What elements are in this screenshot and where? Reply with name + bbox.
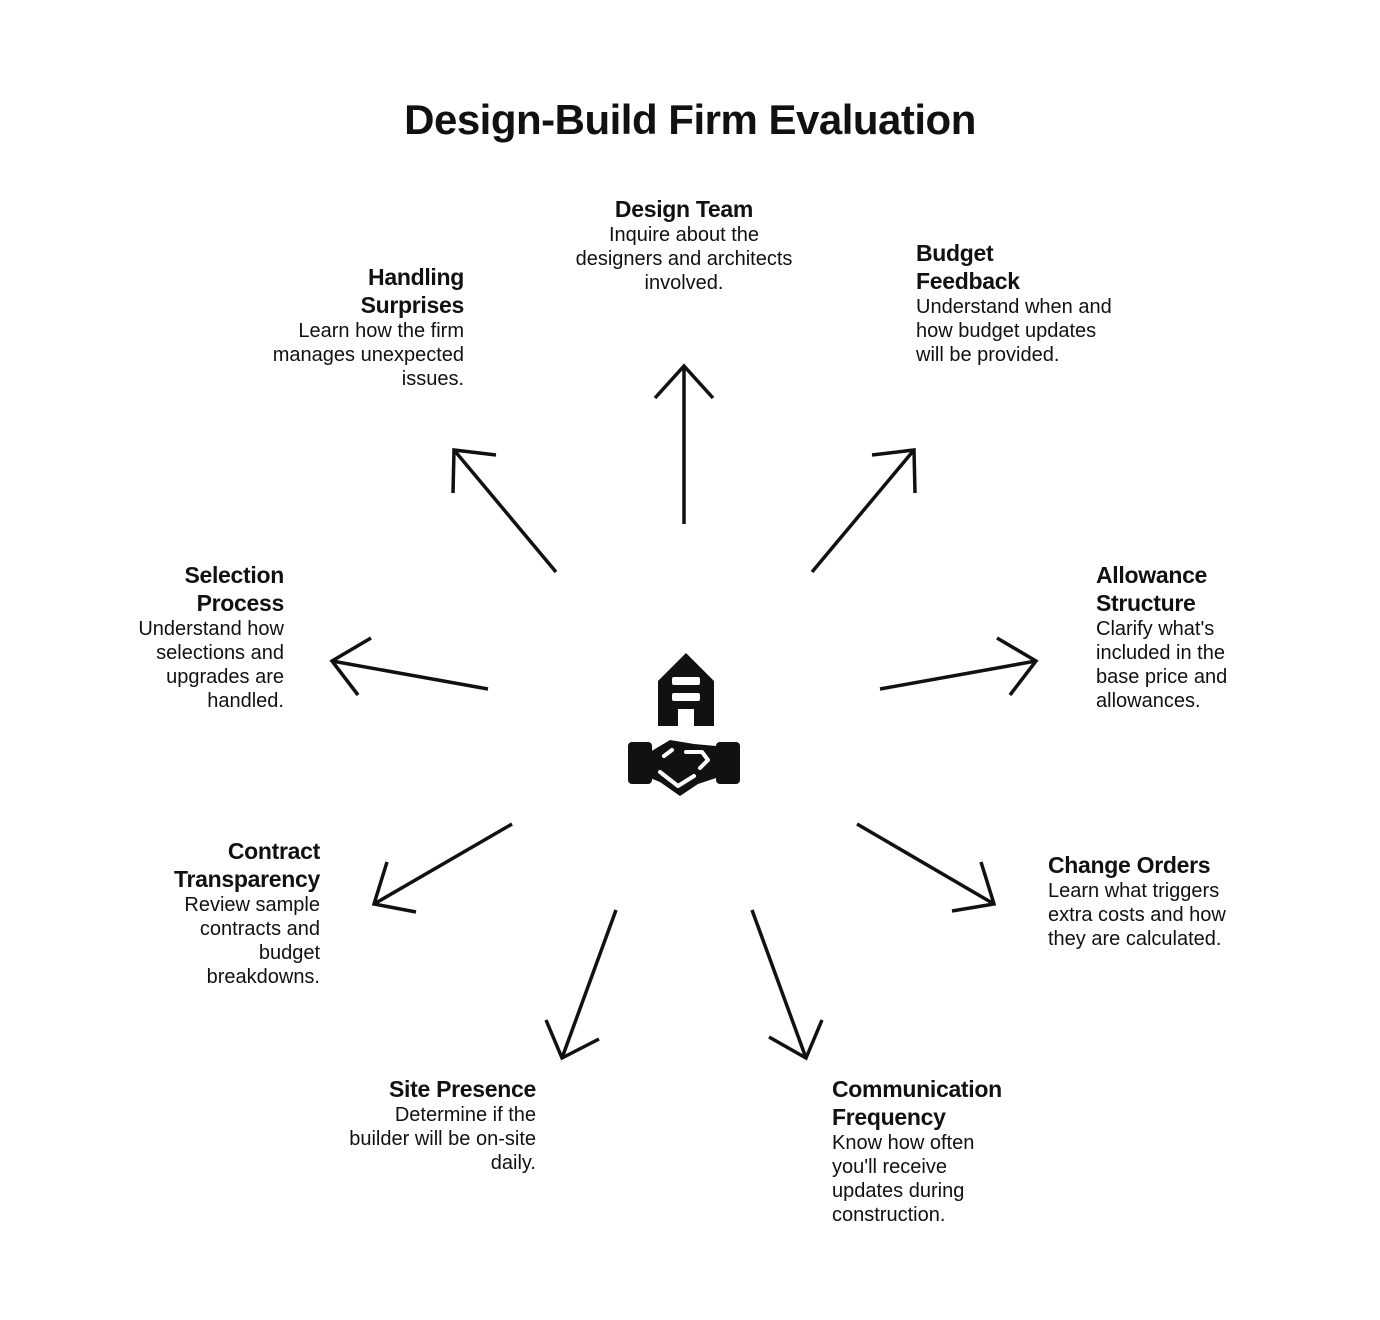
- arrow-contract-transparency: [371, 822, 513, 914]
- page-title: Design-Build Firm Evaluation: [404, 96, 976, 143]
- node-design-team: Design Team Inquire about the designers …: [564, 195, 804, 295]
- node-change-orders: Change Orders Learn what triggers extra …: [1048, 851, 1258, 951]
- node-description: Learn what triggers extra costs and how …: [1048, 880, 1226, 950]
- node-description: Determine if the builder will be on-site…: [349, 1104, 536, 1174]
- node-handling-surprises: Handling Surprises Learn how the firm ma…: [248, 263, 465, 391]
- node-budget-feedback: Budget Feedback Understand when and how …: [916, 239, 1116, 367]
- node-description: Inquire about the designers and architec…: [575, 224, 793, 294]
- arrow-selection-process: [329, 636, 489, 697]
- node-heading: Budget Feedback: [916, 240, 1020, 294]
- node-description: Clarify what's included in the base pric…: [1096, 618, 1228, 712]
- node-site-presence: Site Presence Determine if the builder w…: [336, 1075, 536, 1175]
- node-heading: Handling Surprises: [360, 264, 465, 318]
- arrow-budget-feedback: [810, 448, 917, 574]
- node-heading: Communication Frequency: [832, 1076, 1002, 1130]
- node-heading: Site Presence: [389, 1076, 536, 1102]
- arrow-allowance-structure: [879, 636, 1039, 697]
- node-selection-process: Selection Process Understand how selecti…: [96, 561, 284, 713]
- building-handshake-icon: [628, 653, 740, 796]
- node-description: Learn how the firm manages unexpected is…: [272, 320, 464, 390]
- node-heading: Change Orders: [1048, 852, 1211, 878]
- arrow-change-orders: [856, 822, 997, 913]
- node-communication-frequency: Communication Frequency Know how often y…: [832, 1075, 1032, 1227]
- arrow-communication-frequency: [750, 909, 824, 1061]
- arrow-handling-surprises: [451, 448, 558, 574]
- node-allowance-structure: Allowance Structure Clarify what's inclu…: [1096, 561, 1266, 713]
- node-description: Understand when and how budget updates w…: [916, 296, 1112, 366]
- node-contract-transparency: Contract Transparency Review sample cont…: [120, 837, 320, 989]
- node-heading: Allowance Structure: [1096, 562, 1208, 616]
- node-heading: Selection Process: [184, 562, 284, 616]
- node-heading: Contract Transparency: [174, 838, 320, 892]
- node-description: Understand how selections and upgrades a…: [138, 618, 284, 712]
- node-description: Review sample contracts and budget break…: [184, 894, 320, 988]
- node-heading: Design Team: [614, 196, 754, 222]
- arrow-design-team: [653, 363, 715, 524]
- arrow-site-presence: [544, 909, 618, 1061]
- node-description: Know how often you'll receive updates du…: [832, 1132, 975, 1226]
